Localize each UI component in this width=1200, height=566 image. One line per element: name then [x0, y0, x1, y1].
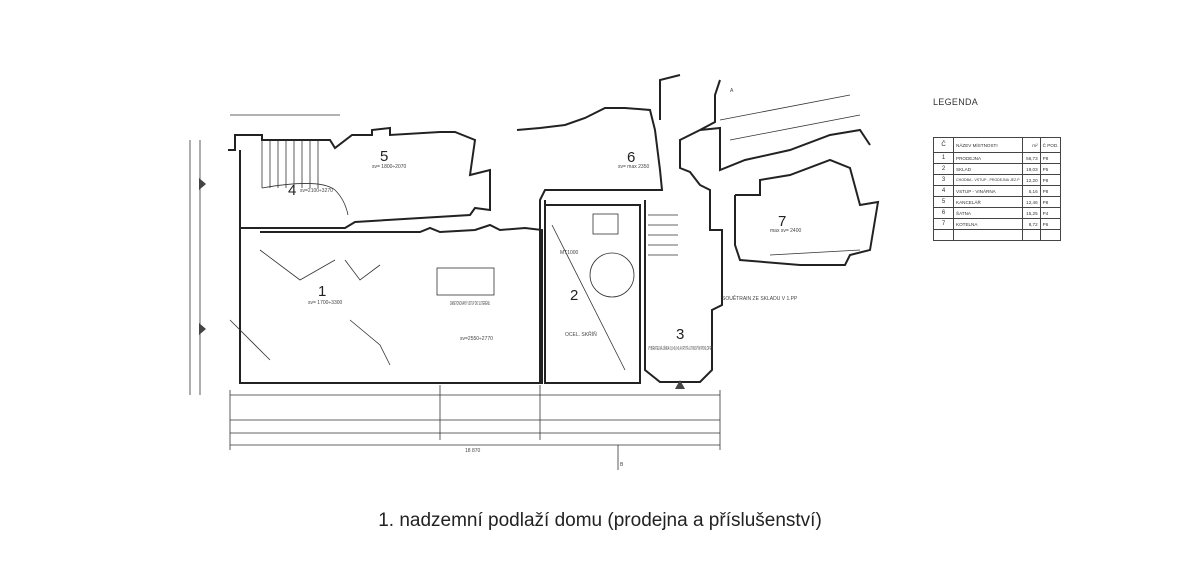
- room-number-5: 5: [380, 148, 388, 165]
- legend-title: LEGENDA: [933, 97, 979, 107]
- section-b-label: B: [620, 462, 624, 468]
- legend-cell: 2: [933, 163, 954, 175]
- legend-cell: P8: [1039, 152, 1062, 164]
- room-2-note: MT1000: [560, 250, 579, 256]
- room-number-7: 7: [778, 213, 786, 230]
- legend-cell: 15,25: [1021, 207, 1041, 219]
- legend-cell: P4: [1039, 207, 1062, 219]
- room-4-note: sv=2100÷3270: [300, 188, 333, 194]
- room-6-note: sv= max 2350: [618, 164, 649, 170]
- entrance-arrow-icon: [199, 323, 206, 335]
- entrance-arrow-icon: [199, 178, 206, 190]
- legend-cell: 12,46: [1021, 196, 1041, 208]
- steel-cabinet-note: OCEL. SKŘÍŇ: [565, 330, 597, 338]
- legend-header-number: Č: [933, 137, 954, 153]
- legend-cell: CHODBA - VSTUP - PRODEJNA JEZ.P: [953, 174, 1023, 186]
- basement-height-note: sv=2550÷2770: [460, 336, 493, 342]
- legend-cell: P8: [1039, 185, 1062, 197]
- room-number-4: 4: [288, 182, 296, 199]
- legend-cell: 12,20: [1021, 174, 1041, 186]
- legend-cell: VSTUP - VINÁRNA: [953, 185, 1023, 197]
- legend-cell: KANCELÁŘ: [953, 196, 1023, 208]
- legend-cell: 7: [933, 218, 954, 230]
- room-labels: 1 2 3 4 5 6 7 sv= 1700÷3300 MT1000 VYBÍR…: [288, 88, 801, 468]
- legend-header-area: m²: [1021, 137, 1041, 153]
- entrance-markers: [199, 178, 685, 389]
- basement-entry-note: ZABETONOVANÝ VSTUP DO SUTERÉNU: [450, 300, 490, 307]
- room-number-3: 3: [676, 326, 684, 343]
- legend-cell: P8: [1039, 174, 1062, 186]
- legend-cell: 4: [933, 185, 954, 197]
- legend-header-row: Č NÁZEV MÍSTNOSTI m² Č POD.: [933, 137, 1062, 153]
- legend-cell: SKLAD: [953, 163, 1023, 175]
- legend-cell: 5,16: [1021, 185, 1041, 197]
- room-3-note: VYBÍRATELNÁ JÍMKA 0,6×0,6×0,4 KRYTÁ LITI…: [648, 345, 713, 352]
- legend-cell: PRODEJNA: [953, 152, 1023, 164]
- legend-cell: 6: [933, 207, 954, 219]
- legend-cell: ŠATNA: [953, 207, 1023, 219]
- legend-cell: P5: [1039, 163, 1062, 175]
- stairs-corridor: [648, 214, 678, 256]
- drawing-caption: 1. nadzemní podlaží domu (prodejna a pří…: [378, 510, 822, 531]
- room-number-2: 2: [570, 287, 578, 304]
- legend-cell: 56,73: [1021, 152, 1041, 164]
- legend-cell: 5: [933, 196, 954, 208]
- interior-details: [189, 94, 861, 470]
- room-7-note: max sv= 2400: [770, 228, 801, 234]
- room-number-6: 6: [627, 149, 635, 166]
- storage-note: SOUĚTRAIN ZE SKLADU V 1.PP: [722, 294, 798, 302]
- room-5-note: sv= 1800÷2070: [372, 164, 407, 170]
- legend-empty-row: [933, 229, 1062, 241]
- entrance-arrow-icon: [675, 380, 685, 389]
- legend-cell: 1: [933, 152, 954, 164]
- room-number-1: 1: [318, 283, 326, 300]
- legend-cell: KOTELNA: [953, 218, 1023, 230]
- legend-cell: P6: [1039, 218, 1062, 230]
- exterior-walls: [228, 74, 880, 384]
- legend-cell: P8: [1039, 196, 1062, 208]
- legend-header-name: NÁZEV MÍSTNOSTI: [953, 137, 1023, 153]
- legend-cell: 8,72: [1021, 218, 1041, 230]
- stairs-room-4: [261, 140, 349, 216]
- total-width-dimension: 18 870: [465, 448, 481, 454]
- section-a-label: A: [730, 88, 734, 94]
- room-1-note: sv= 1700÷3300: [308, 300, 343, 306]
- legend-cell: 3: [933, 174, 954, 186]
- legend-header-floor: Č POD.: [1039, 137, 1062, 153]
- legend-cell: 19,03: [1021, 163, 1041, 175]
